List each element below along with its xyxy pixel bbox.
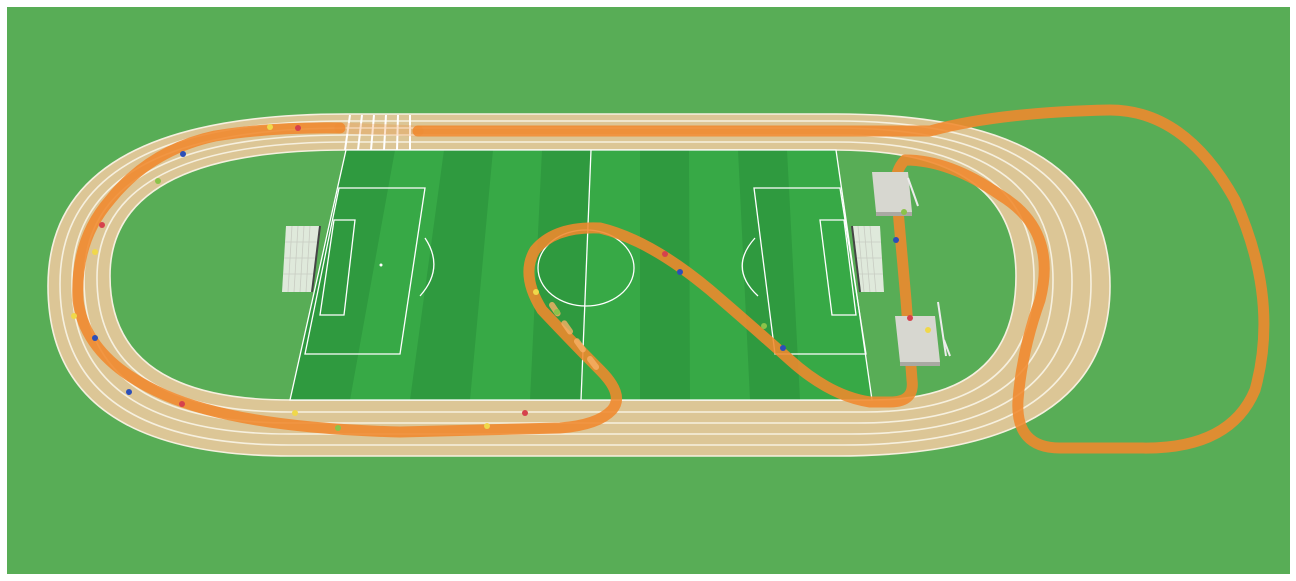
runner bbox=[179, 401, 185, 407]
runner bbox=[893, 237, 899, 243]
runner bbox=[522, 410, 528, 416]
runner bbox=[907, 315, 913, 321]
runner bbox=[295, 125, 301, 131]
penalty-spot bbox=[380, 264, 383, 267]
runner bbox=[92, 335, 98, 341]
runner bbox=[925, 327, 931, 333]
runner bbox=[662, 251, 668, 257]
runner bbox=[554, 309, 560, 315]
runner bbox=[780, 345, 786, 351]
runner bbox=[92, 249, 98, 255]
runner bbox=[180, 151, 186, 157]
runner bbox=[484, 423, 490, 429]
runner bbox=[99, 222, 105, 228]
runner bbox=[761, 323, 767, 329]
runner bbox=[901, 209, 907, 215]
runner bbox=[292, 410, 298, 416]
runner bbox=[155, 178, 161, 184]
runner bbox=[533, 289, 539, 295]
runner bbox=[126, 389, 132, 395]
runner bbox=[71, 313, 77, 319]
runner bbox=[335, 425, 341, 431]
runner bbox=[267, 124, 273, 130]
runner bbox=[677, 269, 683, 275]
